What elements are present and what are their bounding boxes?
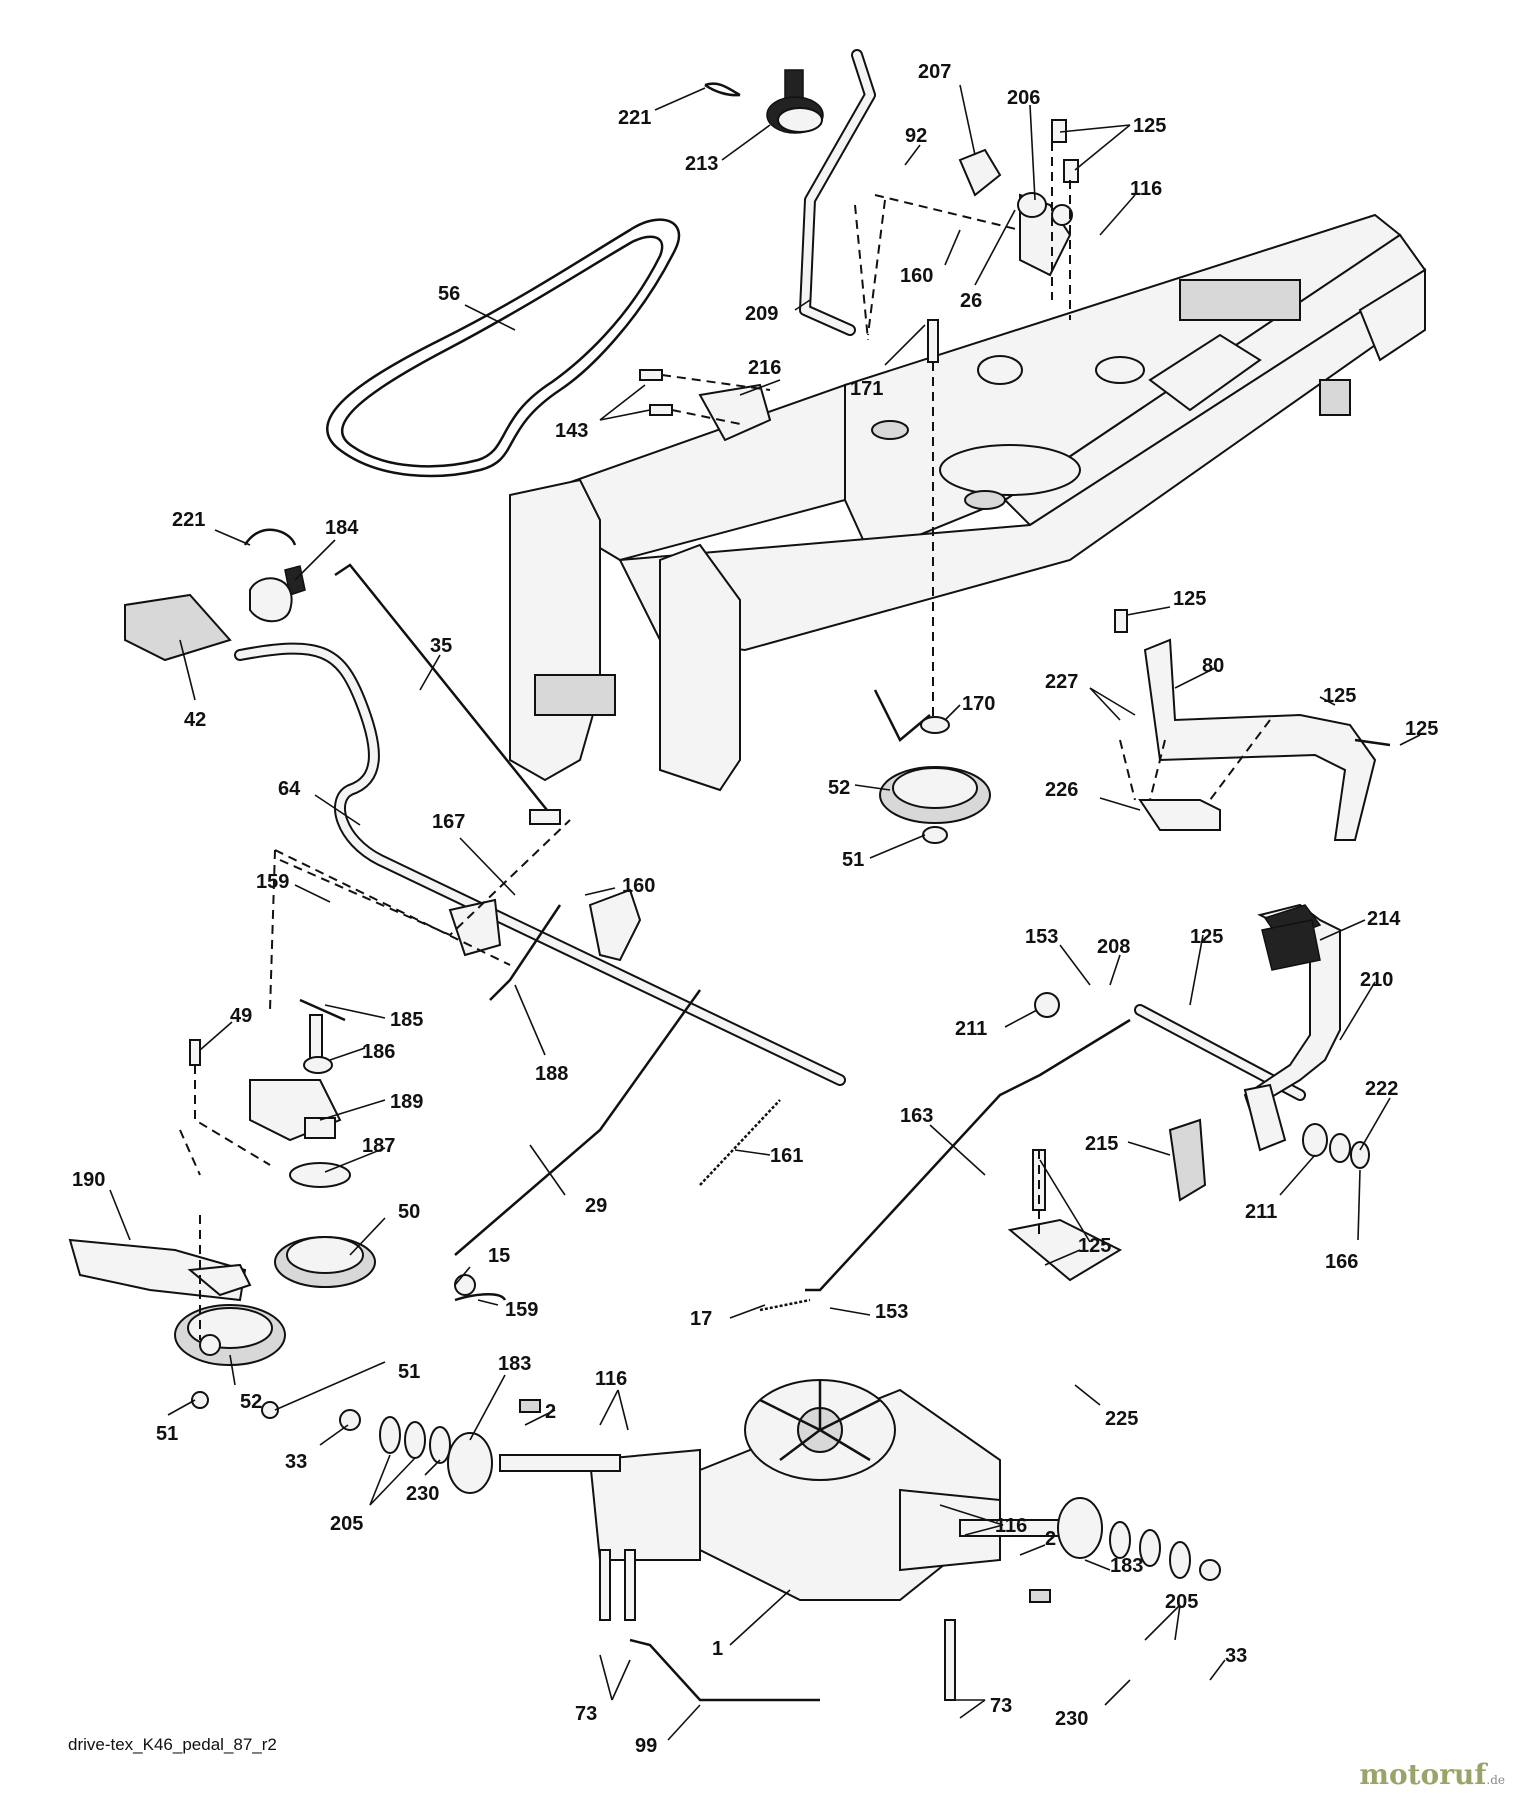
callout-label: 2 [545,1401,556,1423]
callout-label: 51 [156,1423,178,1445]
transaxle [339,1379,1221,1702]
callout-label: 125 [1173,588,1206,610]
callout-label: 183 [1110,1555,1143,1577]
top-parts [639,49,1079,720]
callout-label: 160 [900,265,933,287]
callout-label: 170 [962,693,995,715]
callout-label: 17 [690,1308,712,1330]
callout-label: 211 [1245,1201,1277,1223]
callout-label: 42 [184,709,206,731]
callout-label: 153 [875,1301,908,1323]
callout-label: 92 [905,125,927,147]
callout-labels: 221 213 207 206 125 92 116 160 26 56 209… [72,61,1438,1757]
callout-label: 183 [498,1353,531,1375]
callout-label: 99 [635,1735,657,1757]
callout-label: 222 [1365,1078,1398,1100]
callout-label: 125 [1190,926,1223,948]
callout-label: 216 [748,357,781,379]
callout-label: 159 [256,871,289,893]
callout-label: 225 [1105,1408,1138,1430]
callout-label: 64 [278,778,301,800]
callout-label: 73 [575,1703,597,1725]
callout-label: 116 [595,1368,627,1390]
callout-label: 125 [1078,1235,1111,1257]
callout-label: 116 [1130,178,1162,200]
callout-label: 214 [1367,908,1401,930]
pulleys-left [68,1014,376,1419]
callout-label: 153 [1025,926,1058,948]
callout-label: 206 [1007,87,1040,109]
callout-label: 184 [325,517,359,539]
callout-label: 26 [960,290,982,312]
diagram-code: drive-tex_K46_pedal_87_r2 [68,1735,277,1754]
callout-label: 73 [990,1695,1012,1717]
callout-label: 205 [1165,1591,1198,1613]
callout-label: 209 [745,303,778,325]
handle-assembly [124,528,846,1256]
callout-label: 226 [1045,779,1078,801]
center-pulley [873,689,991,844]
callout-label: 189 [390,1091,423,1113]
right-bracket [1114,609,1391,841]
callout-label: 35 [430,635,452,657]
callout-label: 51 [398,1361,420,1383]
brand-suffix: .de [1486,1773,1505,1787]
callout-label: 163 [900,1105,933,1127]
callout-label: 143 [555,420,588,442]
callout-label: 215 [1085,1133,1118,1155]
callout-label: 33 [1225,1645,1247,1667]
callout-label: 221 [172,509,205,531]
callout-label: 56 [438,283,460,305]
drive-belt [326,218,681,478]
callout-label: 186 [362,1041,395,1063]
callout-label: 190 [72,1169,105,1191]
callout-label: 230 [406,1483,439,1505]
callout-label: 210 [1360,969,1393,991]
callout-label: 29 [585,1195,607,1217]
callout-label: 1 [712,1638,723,1660]
callout-label: 213 [685,153,718,175]
callout-label: 52 [240,1391,262,1413]
callout-label: 15 [488,1245,510,1267]
callout-label: 125 [1323,685,1356,707]
brand-logo: motoruf.de [1359,1758,1505,1791]
callout-label: 221 [618,107,651,129]
callout-label: 205 [330,1513,363,1535]
callout-label: 207 [918,61,951,83]
chassis-frame [509,213,1427,792]
callout-label: 167 [432,811,465,833]
callout-label: 52 [828,777,850,799]
brand-name: motoruf [1359,1758,1487,1791]
callout-label: 125 [1133,115,1166,137]
callout-label: 227 [1045,671,1078,693]
callout-leaders [109,84,1421,1741]
callout-label: 211 [955,1018,987,1040]
callout-label: 230 [1055,1708,1088,1730]
pedal-assembly [805,903,1370,1292]
callout-label: 159 [505,1299,538,1321]
callout-label: 116 [995,1515,1027,1537]
callout-label: 33 [285,1451,307,1473]
callout-label: 188 [535,1063,568,1085]
callout-label: 185 [390,1009,423,1031]
callout-label: 51 [842,849,864,871]
springs [299,998,811,1312]
callout-label: 166 [1325,1251,1358,1273]
callout-label: 125 [1405,718,1438,740]
callout-label: 171 [850,378,883,400]
callout-label: 187 [362,1135,395,1157]
callout-label: 208 [1097,936,1130,958]
callout-label: 2 [1045,1528,1056,1550]
callout-label: 50 [398,1201,420,1223]
callout-label: 160 [622,875,655,897]
callout-label: 49 [230,1005,252,1027]
callout-label: 161 [770,1145,803,1167]
callout-label: 80 [1202,655,1224,677]
